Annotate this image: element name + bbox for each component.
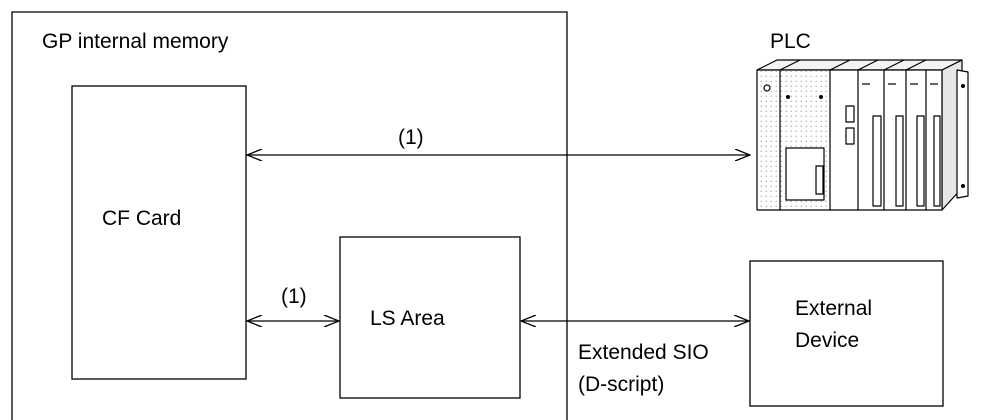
sio-label-line2: (D-script): [578, 373, 665, 396]
arrow-cf-plc-label: (1): [398, 126, 424, 149]
sio-label-line1: Extended SIO: [578, 341, 709, 364]
external-device-label-line2: Device: [795, 329, 860, 352]
plc-label: PLC: [770, 30, 811, 53]
external-device-label-line1: External: [795, 297, 873, 320]
ls-area-label: LS Area: [370, 307, 445, 330]
cf-card-label: CF Card: [102, 207, 182, 230]
gp-memory-box: [11, 11, 568, 420]
arrow-cf-ls-label: (1): [281, 285, 307, 308]
cf-card-box: [71, 85, 247, 380]
plc-device-image: [756, 59, 969, 211]
gp-memory-title: GP internal memory: [42, 30, 229, 53]
external-device-box: [749, 260, 944, 407]
